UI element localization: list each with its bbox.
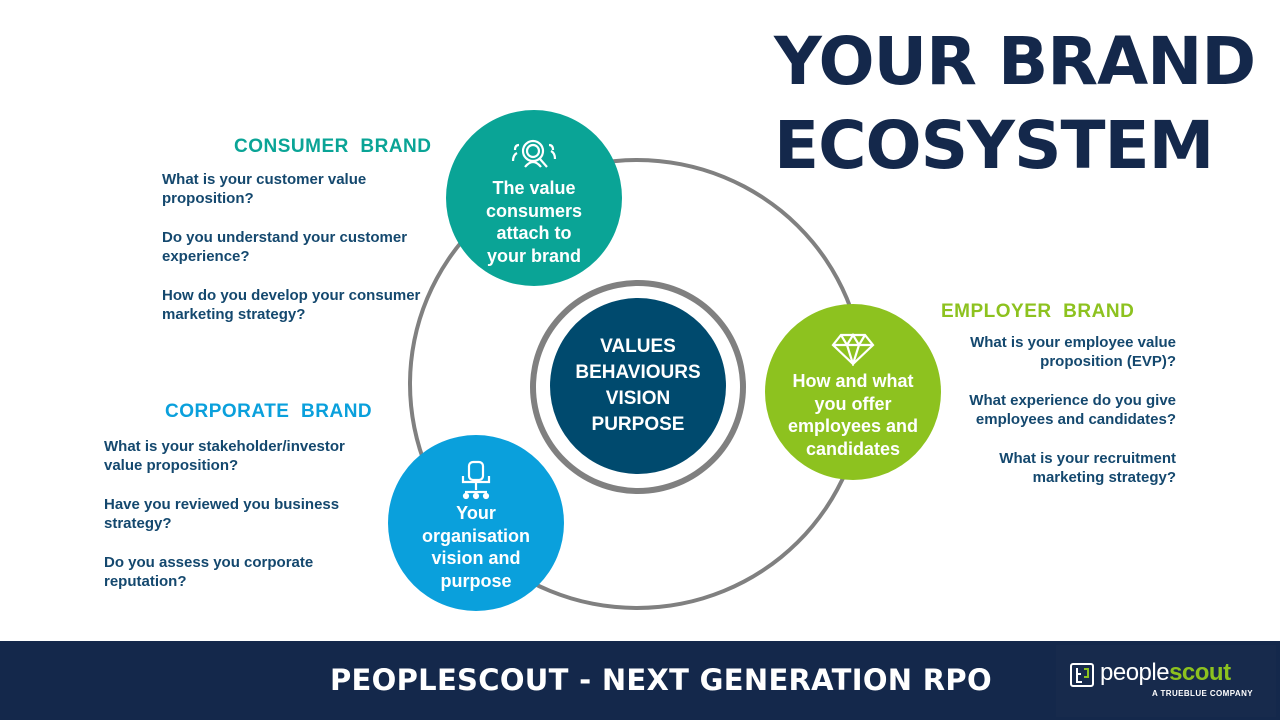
corporate-questions: What is your stakeholder/investor value … [104, 437, 374, 611]
footer-bar: PEOPLESCOUT - NEXT GENERATION RPO people… [0, 641, 1280, 720]
circle-text: employees and [787, 416, 919, 436]
employer-heading: EMPLOYER BRAND [941, 301, 1135, 322]
question: What is your stakeholder/investor value … [104, 438, 345, 474]
circle-text: Your [456, 503, 496, 523]
consumer-questions: What is your customer value proposition?… [162, 170, 432, 344]
peoplescout-logo: peoplescout A TRUEBLUE COMPANY [1056, 645, 1276, 717]
center-circle: VALUES BEHAVIOURS VISION PURPOSE [550, 298, 726, 474]
circle-text: organisation [421, 525, 530, 546]
circle-text: consumers [485, 200, 583, 221]
employer-questions: What is your employee value proposition … [936, 333, 1176, 507]
corporate-heading: CORPORATE BRAND [165, 401, 373, 422]
circle-text: vision and [431, 548, 521, 568]
question: What is your customer value proposition? [162, 171, 367, 207]
title-line: YOUR BRAND [774, 23, 1256, 100]
office-chair-icon [461, 460, 491, 500]
logo-tagline: A TRUEBLUE COMPANY [1152, 689, 1253, 698]
center-text: BEHAVIOURS [575, 362, 701, 383]
slide-title: YOUR BRAND ECOSYSTEM [774, 20, 1256, 188]
inner-ring [530, 280, 746, 494]
circle-text: candidates [805, 438, 901, 459]
question: How do you develop your consumer marketi… [162, 287, 421, 323]
question: Do you assess you corporate reputation? [104, 554, 314, 590]
circle-text: you offer [814, 393, 892, 414]
employer-circle: How and what you offer employees and can… [765, 304, 941, 480]
logo-text-scout: scout [1169, 659, 1231, 686]
consumer-circle: The value consumers attach to your brand [446, 110, 622, 286]
corporate-circle: Your organisation vision and purpose [388, 435, 564, 611]
logo-text-people: people [1100, 659, 1170, 686]
center-text: PURPOSE [591, 414, 685, 435]
question: Have you reviewed you business strategy? [104, 496, 340, 532]
center-text: VALUES [600, 336, 676, 357]
circle-text: purpose [440, 570, 512, 591]
logo-mark-icon [1070, 663, 1094, 687]
circle-text: The value [492, 178, 576, 198]
consumer-heading: CONSUMER BRAND [234, 136, 432, 157]
question: What is your recruitment marketing strat… [999, 450, 1176, 486]
diamond-icon [831, 332, 875, 366]
question: Do you understand your customer experien… [162, 229, 408, 265]
circle-text: your brand [486, 245, 581, 266]
footer-text: PEOPLESCOUT - NEXT GENERATION RPO [330, 663, 992, 697]
center-text: VISION [605, 388, 671, 409]
question: What experience do you give employees an… [969, 392, 1176, 428]
question: What is your employee value proposition … [970, 334, 1176, 370]
title-line: ECOSYSTEM [774, 107, 1214, 184]
circle-text: attach to [496, 223, 572, 243]
people-search-icon [511, 139, 557, 168]
circle-text: How and what [792, 371, 914, 391]
